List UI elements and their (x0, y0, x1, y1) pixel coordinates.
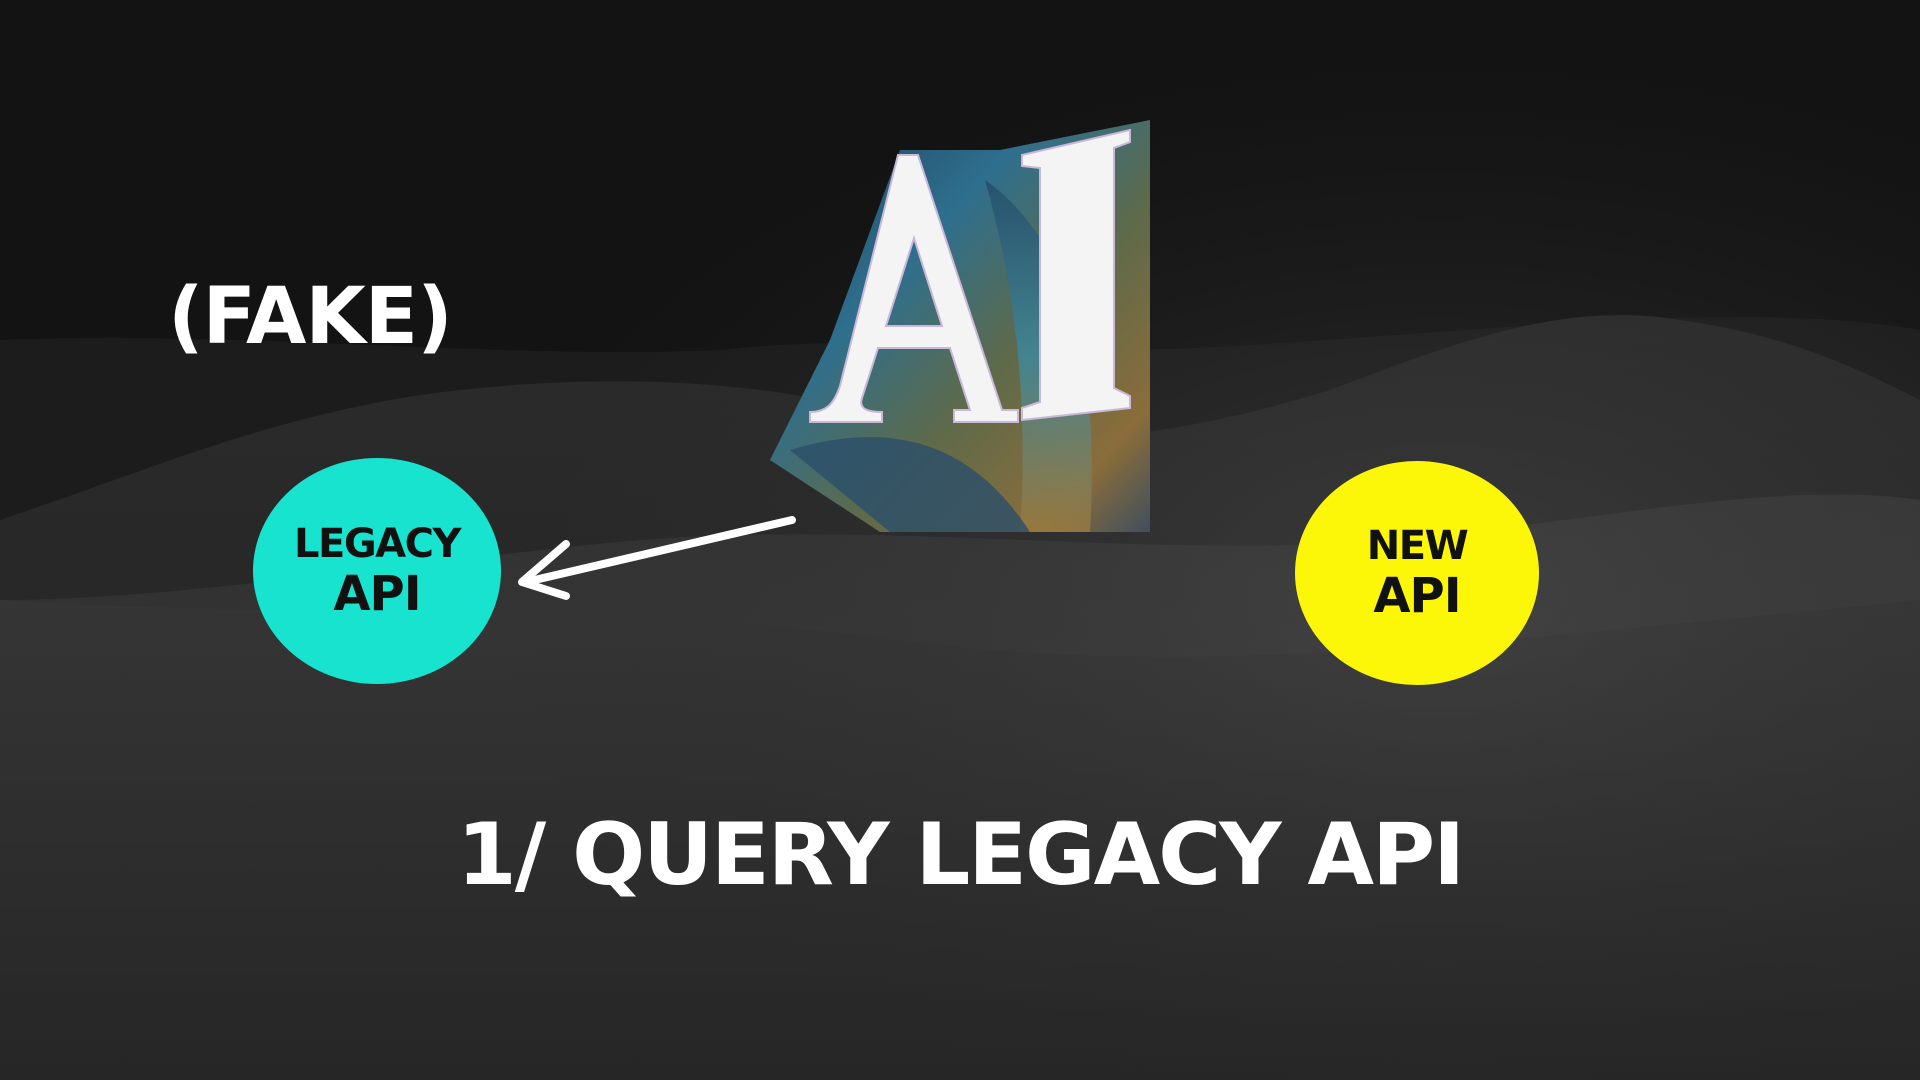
legacy-api-bubble: LEGACY API (253, 458, 501, 684)
fake-label: (FAKE) (168, 272, 453, 362)
new-api-bubble: NEW API (1295, 461, 1539, 685)
step-caption: 1/ QUERY LEGACY API (456, 805, 1465, 905)
new-api-line1: NEW (1366, 522, 1469, 569)
arrow-to-legacy-api (518, 516, 796, 600)
new-api-line2: API (1373, 567, 1461, 624)
legacy-api-line1: LEGACY (294, 520, 461, 567)
ai-logo-image (770, 120, 1150, 532)
legacy-api-line2: API (333, 565, 421, 622)
